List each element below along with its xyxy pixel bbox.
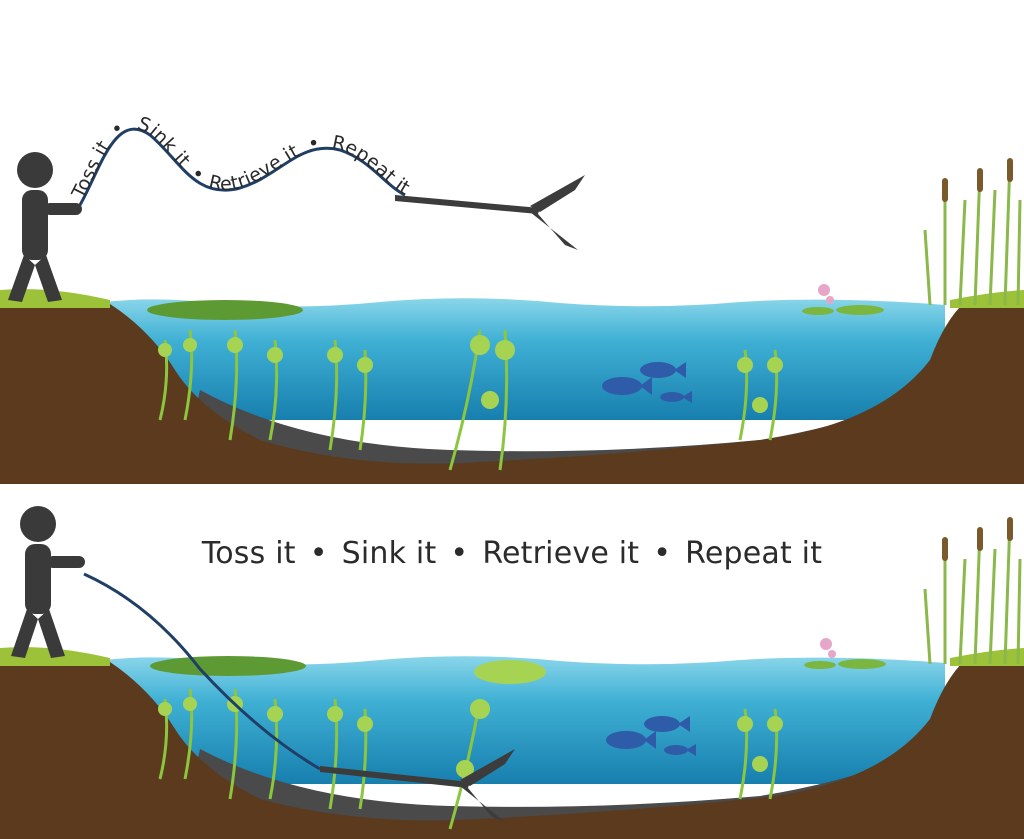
bottom-panel: Toss it • Sink it • Retrieve it • Repeat it	[0, 484, 1024, 839]
rope	[83, 572, 321, 771]
floating-weed	[474, 660, 546, 684]
slogan-caption: Toss it • Sink it • Retrieve it • Repeat it	[0, 536, 1024, 571]
cattails	[942, 158, 1013, 202]
slogan-repeat: Repeat it	[330, 131, 413, 199]
slogan-sep-2: •	[450, 536, 469, 571]
slogan-toss: Toss it	[201, 536, 296, 571]
algae-mat	[150, 656, 306, 676]
slogan-sink: Sink it	[135, 113, 195, 172]
slogan-sep-3: •	[653, 536, 672, 571]
rope	[78, 127, 406, 206]
slogan-retrieve: Retrieve it	[482, 536, 640, 571]
bottom-scene	[0, 506, 1024, 839]
slogan-repeat: Repeat it	[685, 536, 823, 571]
weed-leaves	[158, 696, 783, 778]
person-figure	[11, 506, 85, 658]
reeds	[923, 518, 1022, 665]
slogan-toss: Toss it	[67, 137, 115, 203]
slogan-sink: Sink it	[341, 536, 437, 571]
slogan-sep-3: •	[306, 132, 322, 156]
algae-mat	[147, 300, 303, 320]
slogan-sep-1: •	[309, 536, 328, 571]
reeds	[923, 159, 1022, 306]
pond-water	[105, 298, 945, 420]
top-scene: Toss it • Sink it • Retrieve it • Repeat…	[0, 113, 1024, 484]
soil-bank	[0, 658, 1024, 839]
slogan-retrieve: Retrieve it	[207, 140, 303, 195]
pond-water	[105, 656, 945, 784]
weed-leaves	[158, 335, 783, 413]
fish-group	[606, 716, 696, 756]
top-panel: Toss it • Sink it • Retrieve it • Repeat…	[0, 113, 1024, 484]
weed-rake	[395, 175, 585, 250]
cattails	[942, 517, 1013, 561]
soil-bank	[0, 300, 1024, 484]
lily-pads	[802, 284, 884, 315]
fish-group	[602, 362, 692, 403]
weed-rake	[320, 749, 515, 822]
slogan-sep-1: •	[106, 117, 128, 141]
slogan-curved: Toss it • Sink it • Retrieve it • Repeat…	[67, 113, 413, 204]
lily-pads	[804, 638, 886, 669]
person-figure	[8, 152, 82, 302]
